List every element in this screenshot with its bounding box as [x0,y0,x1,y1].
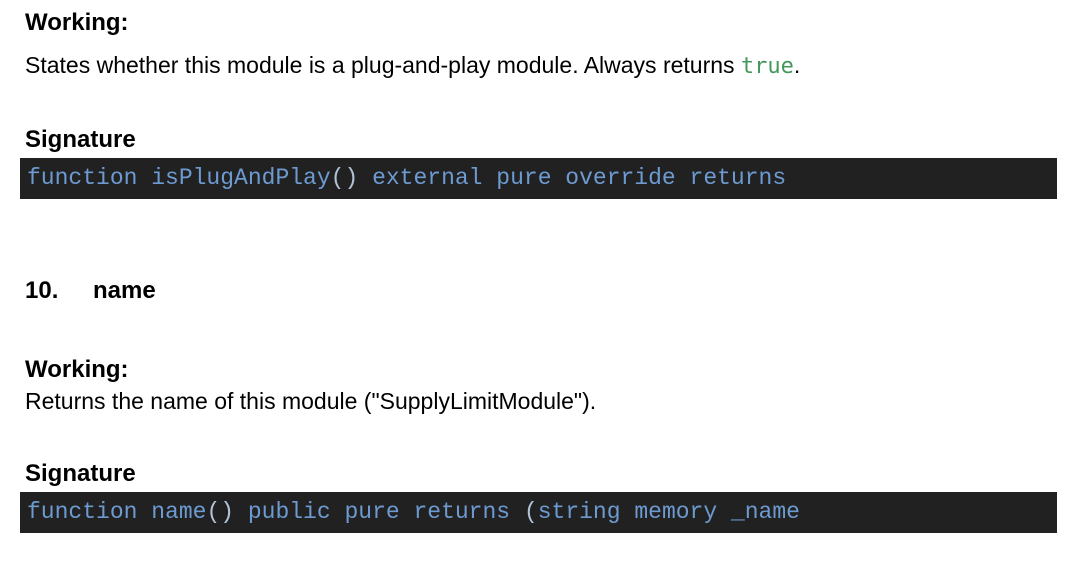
code-token: () [206,499,235,525]
code-token: external pure override returns [358,165,787,191]
section-heading-name: 10. name [25,277,1057,304]
section-number: 10. [25,277,59,304]
code-block-is-plug-and-play-signature: function isPlugAndPlay() external pure o… [20,158,1057,199]
code-token: function isPlugAndPlay [27,165,331,191]
signature-heading-plug-and-play: Signature [25,126,136,153]
signature-heading-name: Signature [25,460,136,487]
code-token: ( [523,499,538,525]
working-heading-plug-and-play: Working: [25,9,129,36]
description-text-prefix: States whether this module is a plug-and… [25,52,741,78]
code-token: public pure returns [234,499,524,525]
code-block-name-signature: function name() public pure returns (str… [20,492,1057,533]
inline-code-true: true [740,54,794,79]
working-heading-name: Working: [25,356,129,383]
plug-and-play-description: States whether this module is a plug-and… [25,50,1057,82]
description-text-suffix: . [793,52,801,78]
code-token: () [330,165,359,191]
name-description: Returns the name of this module ("Supply… [25,388,597,414]
code-token: string memory _name [537,499,800,525]
code-token: function name [27,499,207,525]
section-title-text: name [93,277,156,304]
